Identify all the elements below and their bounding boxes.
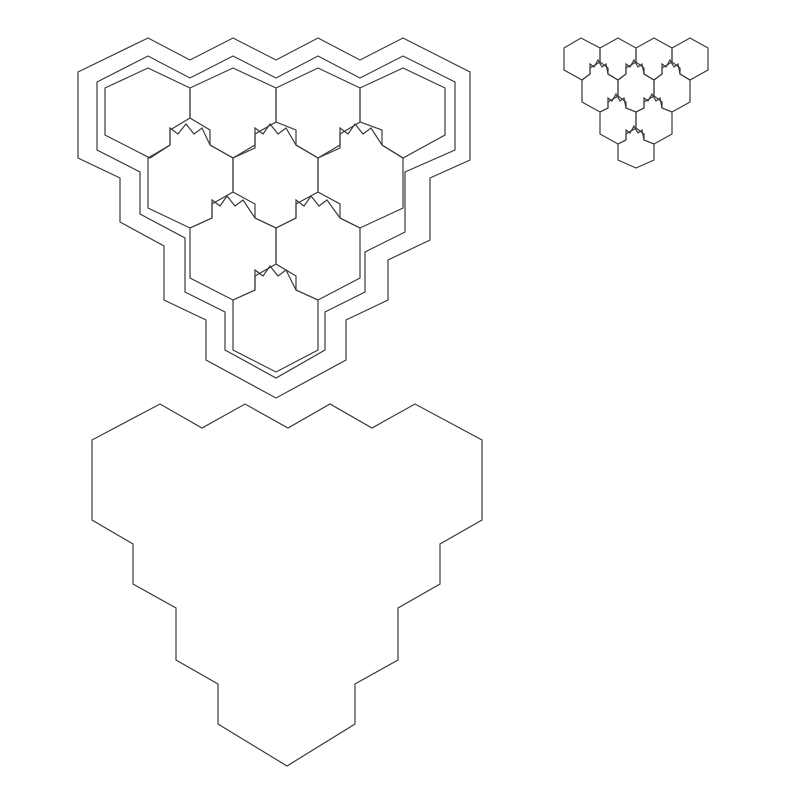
small-puzzle-tile: [635, 37, 673, 81]
puzzle-tile: [189, 194, 277, 301]
puzzle-tile: [317, 122, 404, 229]
small-puzzle-tile: [671, 37, 709, 81]
large-puzzle-inner-ring: [96, 55, 456, 379]
puzzle-tile: [232, 264, 319, 373]
scalloped-outline-shape: [91, 403, 483, 767]
puzzle-tile: [275, 67, 361, 159]
large-puzzle-tiles: [104, 67, 446, 373]
small-puzzle-tile: [653, 58, 691, 113]
small-puzzle-tile: [599, 37, 637, 81]
puzzle-tile: [359, 67, 446, 159]
small-puzzle-tile: [635, 92, 673, 145]
large-puzzle: [77, 37, 471, 399]
small-puzzle-tile: [617, 124, 655, 169]
small-puzzle-tile: [563, 37, 601, 81]
puzzle-tile: [275, 194, 361, 301]
small-puzzle: [563, 37, 709, 169]
puzzle-tile: [104, 67, 191, 159]
puzzle-tile: [189, 67, 277, 159]
puzzle-tile: [147, 123, 234, 229]
small-puzzle-tile: [617, 58, 655, 113]
puzzle-tile: [232, 122, 319, 229]
large-puzzle-outer-ring: [77, 37, 471, 399]
small-puzzle-tile: [581, 58, 619, 113]
small-puzzle-tile: [599, 92, 637, 145]
